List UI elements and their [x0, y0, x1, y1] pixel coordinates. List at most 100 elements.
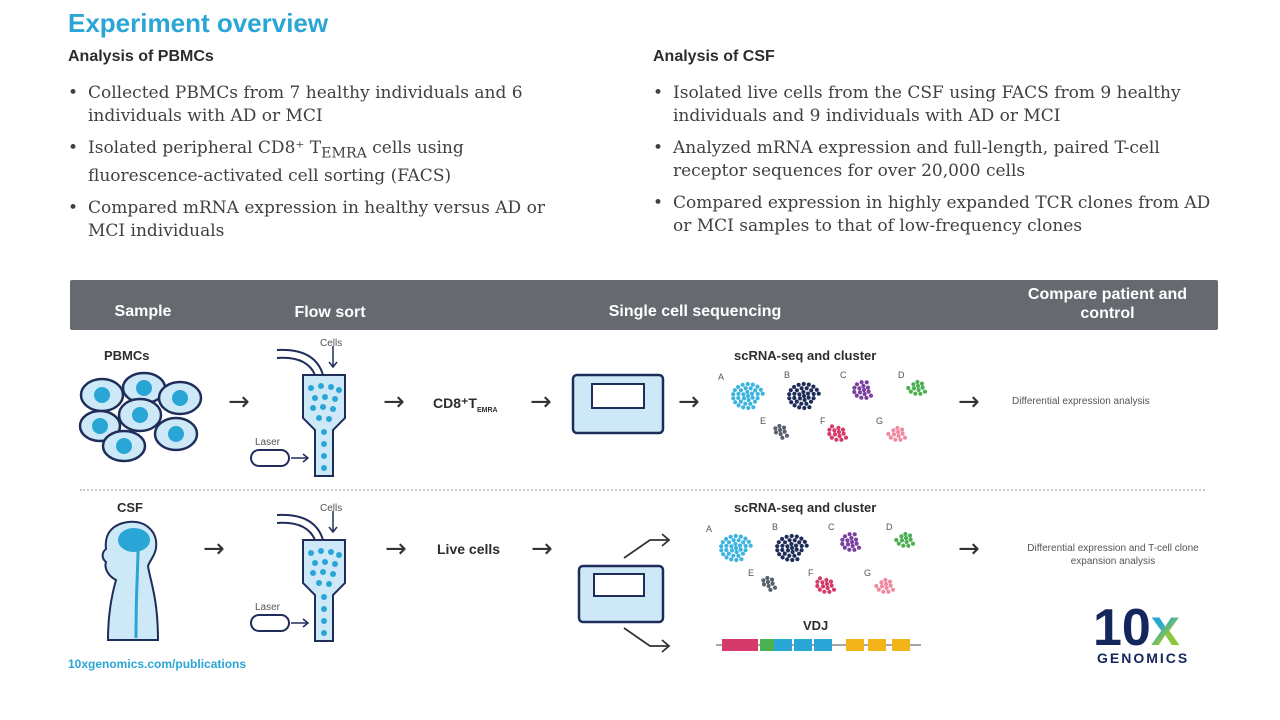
cluster-dot [740, 382, 745, 387]
cluster-dot [743, 543, 748, 549]
cluster-dot [827, 427, 832, 432]
cluster-dot [850, 543, 855, 549]
cluster-dot [827, 431, 832, 437]
cluster-dot [827, 589, 832, 594]
cluster-dot [785, 557, 790, 562]
cluster-dot [920, 385, 925, 390]
cluster-dot [845, 538, 850, 543]
cluster-dot [820, 584, 826, 589]
cluster-dot [729, 557, 734, 562]
cluster-dot [733, 541, 738, 547]
cluster-dot [887, 579, 893, 584]
cluster-dot [741, 405, 746, 410]
cluster-dot [911, 386, 917, 391]
cluster-dot [829, 435, 834, 440]
cluster-dot [814, 387, 819, 392]
cluster-dot [780, 435, 785, 440]
band-label-flow-sort: Flow sort [294, 304, 366, 321]
vdj-segment [794, 639, 812, 651]
cluster-dot [832, 428, 837, 433]
cluster-dot [797, 405, 802, 410]
cluster-dot [792, 538, 797, 543]
cluster-dot [876, 587, 881, 592]
row1-cell-type-sub: EMRA [476, 406, 498, 414]
cluster-dot [726, 540, 732, 545]
row2-laser-label: Laser [255, 602, 281, 613]
cluster-dot [755, 391, 760, 397]
cluster-dot [831, 587, 837, 592]
cluster-dot [902, 435, 908, 440]
cluster-dot [861, 387, 867, 393]
cluster-label: A [706, 524, 712, 534]
arrow-right-icon: → [958, 534, 980, 564]
cluster-label: B [772, 522, 778, 532]
cluster-dot [750, 382, 755, 387]
cluster-dot [919, 381, 925, 386]
cluster-dot [806, 382, 811, 387]
cluster-dot [731, 396, 736, 401]
csf-bullet: Isolated live cells from the CSF using F… [653, 82, 1213, 128]
arrow-right-icon: → [531, 534, 553, 564]
vdj-label: VDJ [803, 618, 829, 633]
cluster-dot [840, 541, 845, 547]
cluster-dot [836, 425, 841, 431]
arrow-right-icon: → [530, 387, 552, 417]
row2-cells-label: Cells [320, 503, 343, 514]
cluster-dot [802, 405, 807, 411]
logo-number: 10 [1093, 599, 1151, 657]
cluster-dot [883, 581, 889, 587]
cluster-dot [741, 392, 746, 397]
cluster-dot [794, 399, 799, 404]
cluster-dot [916, 387, 921, 393]
cluster-dot [745, 393, 751, 399]
cluster-dot [789, 400, 794, 405]
cluster-dot [799, 536, 804, 541]
cluster-dot [797, 396, 803, 401]
publications-link[interactable]: 10xgenomics.com/publications [68, 657, 247, 671]
row1-cell-type: CD8⁺TEMRA [433, 395, 498, 414]
cluster-dot [743, 536, 748, 541]
cluster-dot [804, 401, 809, 406]
cluster-dot [790, 557, 795, 563]
cluster-label: F [808, 568, 814, 578]
cluster-dot [741, 540, 746, 545]
vdj-segment [868, 639, 886, 651]
cluster-dot [724, 536, 729, 542]
cluster-dot [724, 547, 729, 553]
cluster-dot [736, 403, 741, 408]
cluster-dot [879, 580, 884, 585]
cluster-dot [765, 579, 771, 585]
cluster-dot [899, 534, 904, 539]
pbmc-bullet-list: Collected PBMCs from 7 healthy individua… [68, 82, 548, 252]
cluster-dot [758, 387, 763, 392]
cluster-dot [815, 579, 820, 584]
cluster-dot [852, 389, 857, 395]
cluster-dot [755, 396, 760, 401]
cluster-dot [804, 543, 809, 548]
cluster-dot [734, 549, 739, 555]
cluster-dot [913, 391, 918, 396]
cluster-dot [900, 431, 905, 436]
cluster-dot [922, 389, 928, 394]
cluster-dot [879, 584, 885, 589]
cluster-dot [868, 393, 874, 398]
cluster-dot [766, 583, 771, 589]
cluster-dot [739, 557, 744, 562]
cluster-dot [729, 544, 734, 549]
cluster-dot [752, 399, 758, 404]
cluster-dot [746, 397, 751, 403]
row1-cluster-title: scRNA-seq and cluster [734, 348, 877, 363]
band-label-sample: Sample [114, 303, 172, 320]
cluster-dot [775, 548, 780, 553]
cluster-dot [857, 390, 863, 395]
cluster-dot [853, 537, 859, 542]
cluster-dot [881, 589, 886, 594]
cluster-dot [908, 537, 913, 542]
csf-bullet-list: Isolated live cells from the CSF using F… [653, 82, 1213, 247]
band-label-sequencing: Single cell sequencing [608, 303, 782, 320]
cluster-dot [856, 545, 862, 550]
cluster-dot [794, 388, 800, 393]
cluster-label: C [840, 370, 847, 380]
cluster-dot [802, 539, 807, 544]
cluster-dot [780, 536, 785, 542]
